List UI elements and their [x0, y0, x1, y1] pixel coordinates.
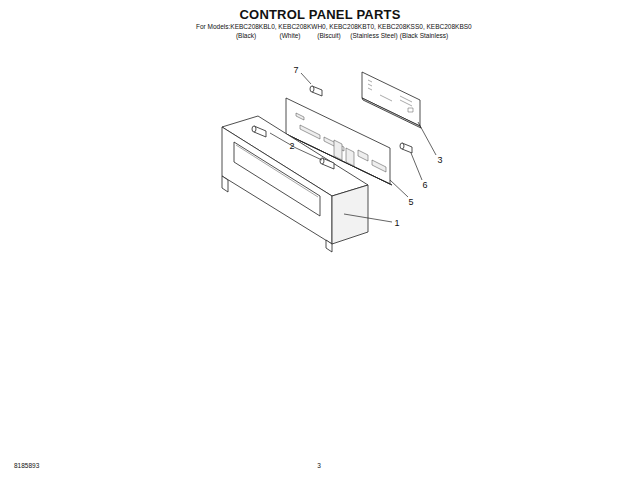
leader-lines [270, 73, 436, 222]
page-title: CONTROL PANEL PARTS [239, 8, 400, 21]
callout-number: 7 [293, 66, 298, 75]
callout-number: 5 [408, 198, 413, 207]
circuit-board [362, 72, 420, 126]
knob-6 [400, 143, 412, 153]
frame-bezel [222, 116, 368, 252]
knob-2 [252, 126, 334, 169]
callout-number: 2 [289, 142, 294, 151]
model-list: For Models:KEBC208KBL0, KEBC208KWH0, KEB… [196, 24, 472, 31]
page-number: 3 [317, 463, 321, 470]
color-note: (White) [280, 33, 301, 40]
knob-7 [310, 86, 322, 96]
color-note: (Black Stainless) [400, 33, 448, 40]
callout-number: 3 [437, 156, 442, 165]
callout-number: 1 [394, 219, 399, 228]
color-note: (Black) [236, 33, 256, 40]
color-note: (Stainless Steel) [350, 33, 397, 40]
color-note: (Biscuit) [317, 33, 340, 40]
document-number: 8185893 [14, 463, 39, 470]
callout-number: 6 [422, 181, 427, 190]
